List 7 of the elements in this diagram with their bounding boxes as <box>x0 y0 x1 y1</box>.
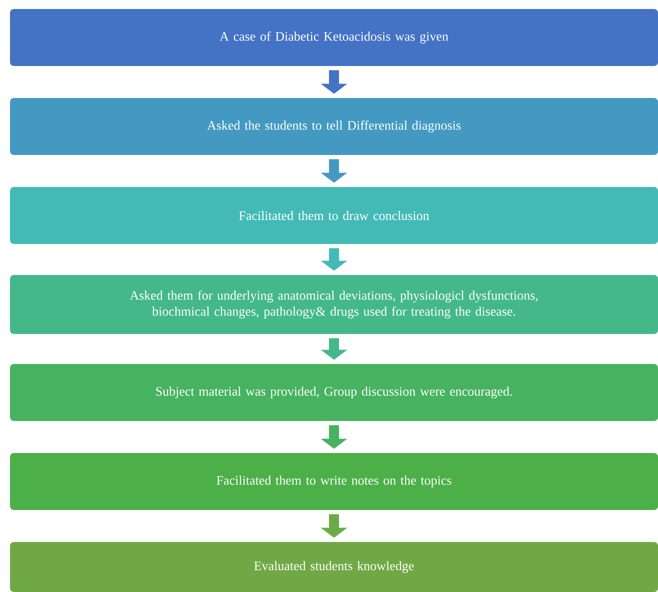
process-box: A case of Diabetic Ketoacidosis was given <box>10 9 658 66</box>
process-box: Facilitated them to draw conclusion <box>10 187 658 244</box>
process-box: Evaluated students knowledge <box>10 542 658 592</box>
process-box: Asked the students to tell Differential diagnosis <box>10 98 658 155</box>
process-box: Facilitated them to write notes on the topics <box>10 453 658 510</box>
process-box: Asked them for underlying anatomical deviations, physiologicl dysfunctions, biochmical changes, pathology& drugs used for treating the disease. <box>10 275 658 334</box>
process-box: Subject material was provided, Group discussion were encouraged. <box>10 364 658 421</box>
